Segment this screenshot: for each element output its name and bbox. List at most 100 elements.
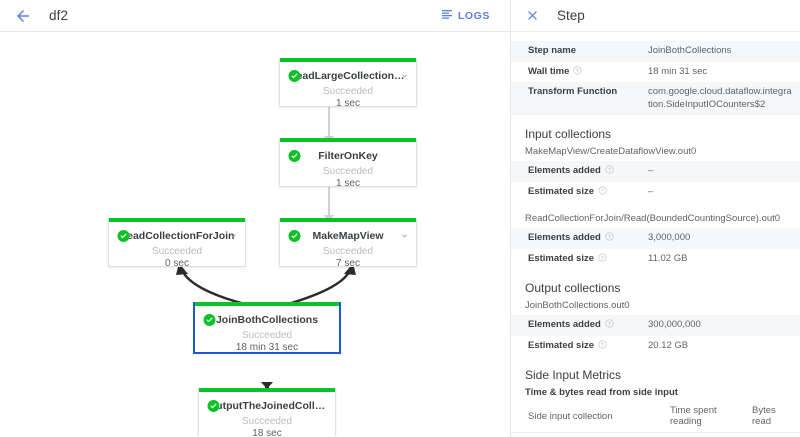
row-key: Wall time [511,62,648,83]
row-value: 18 min 31 sec [648,65,708,77]
row-value: – [648,185,654,197]
table-header-row: Side input collection Time spent reading… [511,401,800,434]
node-status-label: Succeeded [322,246,374,257]
node-time-label: 1 sec [336,178,360,187]
node-header: ReadCollectionForJoin [109,226,245,245]
pipeline-graph-canvas[interactable]: ReadLargeCollectionFr… Succeeded 1 sec [0,32,510,436]
row-value: com.google.cloud.dataflow.integration.Si… [648,82,800,116]
node-time-label: 1 sec [336,98,360,107]
panel-title: Step [557,8,585,23]
help-icon[interactable] [605,232,614,241]
row-key-label: Wall time [528,65,570,77]
node-status-accent [280,138,416,142]
node-header: OutputTheJoinedCollec… [199,396,335,415]
back-arrow-icon[interactable] [14,7,32,25]
graph-node-read-collection-for-join[interactable]: ReadCollectionForJoin Succeeded 0 sec [108,218,246,267]
node-time-label: 0 sec [165,258,189,267]
table-row: Step name JoinBothCollections [511,41,800,62]
top-toolbar: df2 LOGS [0,0,510,32]
row-value: JoinBothCollections [648,41,800,62]
output-collection-table-0: Elements added 300,000,000 Estimated siz… [511,315,800,356]
graph-edges [176,107,356,414]
node-title: MakeMapView [312,229,384,242]
node-status-accent [280,58,416,62]
help-icon[interactable] [605,165,614,174]
node-status-accent [199,388,335,392]
row-key: Elements added [511,228,648,249]
input-collection-table-1: Elements added 3,000,000 Estimated size … [511,228,800,269]
help-icon[interactable] [598,253,607,262]
column-header-bytes-read: Bytes read [752,401,800,434]
success-check-icon [117,229,130,242]
node-header: JoinBothCollections [195,310,339,329]
step-details-panel: Step Step name JoinBothCollections Wall … [510,0,800,437]
success-check-icon [288,229,301,242]
job-title: df2 [49,8,69,23]
side-input-metrics-table: Side input collection Time spent reading… [511,401,800,436]
node-header: MakeMapView [280,226,416,245]
row-key-label: Elements added [528,232,601,244]
row-key-label: Estimated size [528,252,594,264]
step-summary-table: Step name JoinBothCollections Wall time … [511,41,800,116]
collection-name: ReadCollectionForJoin/Read(BoundedCounti… [525,213,781,225]
table-row: Estimated size 20.12 GB [511,336,800,357]
row-key: Estimated size [511,182,648,203]
spacer [511,202,800,213]
node-status-label: Succeeded [322,86,374,97]
side-input-subtitle: Time & bytes read from side input [525,387,678,399]
cell-bytes-read: 10.14 GB [752,432,800,436]
row-value: – [648,161,800,182]
success-check-icon [288,149,301,162]
row-key: Elements added [511,315,648,336]
table-row: Estimated size – [511,182,800,203]
help-icon[interactable] [598,186,607,195]
pipeline-graph-pane: df2 LOGS [0,0,510,436]
help-icon[interactable] [598,340,607,349]
row-key-label: Elements added [528,165,601,177]
row-value: 3,000,000 [648,228,800,249]
input-collection-table-0: Elements added – Estimated size – [511,161,800,202]
table-row: Elements added 3,000,000 [511,228,800,249]
node-header: FilterOnKey [280,146,416,165]
node-status-label: Succeeded [151,246,203,257]
chevron-down-icon[interactable] [229,231,238,240]
node-time-label: 7 sec [336,258,360,267]
logs-list-icon [441,8,453,23]
section-title-input-collections: Input collections [525,127,612,142]
help-icon[interactable] [573,65,582,75]
table-row: MakeMapView/CreateDataflowView.out0 10 m… [511,432,800,436]
success-check-icon [288,69,301,82]
row-key-label: Elements added [528,319,601,331]
graph-node-make-map-view[interactable]: MakeMapView Succeeded 7 sec [279,218,417,267]
help-icon[interactable] [605,319,614,328]
row-value: 11.02 GB [648,252,688,264]
graph-node-join-both-collections[interactable]: JoinBothCollections Succeeded 18 min 31 … [193,302,341,354]
node-time-label: 18 sec [252,428,282,436]
graph-node-read-large-collection[interactable]: ReadLargeCollectionFr… Succeeded 1 sec [279,58,417,107]
table-row: Transform Function com.google.cloud.data… [511,82,800,116]
chevron-down-icon[interactable] [400,71,409,80]
node-title: JoinBothCollections [215,313,319,326]
graph-node-output-the-joined-collection[interactable]: OutputTheJoinedCollec… Succeeded 18 sec [198,388,336,436]
section-title-side-input-metrics: Side Input Metrics [525,368,622,383]
row-key: Transform Function [511,82,648,116]
node-status-label: Succeeded [322,166,374,177]
node-status-accent [280,218,416,222]
table-body: MakeMapView/CreateDataflowView.out0 10 m… [511,432,800,436]
node-header: ReadLargeCollectionFr… [280,66,416,85]
row-value: 300,000,000 [648,315,800,336]
chevron-down-icon[interactable] [400,231,409,240]
row-key-label: Estimated size [528,339,594,351]
column-header-side-input-collection: Side input collection [511,401,670,434]
success-check-icon [207,399,220,412]
logs-button[interactable]: LOGS [441,8,498,23]
table-row: Estimated size 11.02 GB [511,249,800,270]
column-header-time-spent-reading: Time spent reading [670,401,752,434]
close-icon[interactable] [525,8,540,23]
panel-body: Step name JoinBothCollections Wall time … [511,32,800,436]
graph-node-filter-on-key[interactable]: FilterOnKey Succeeded 1 sec [279,138,417,187]
node-status-label: Succeeded [241,416,293,427]
row-key-label: Estimated size [528,185,594,197]
section-title-output-collections: Output collections [525,281,621,296]
